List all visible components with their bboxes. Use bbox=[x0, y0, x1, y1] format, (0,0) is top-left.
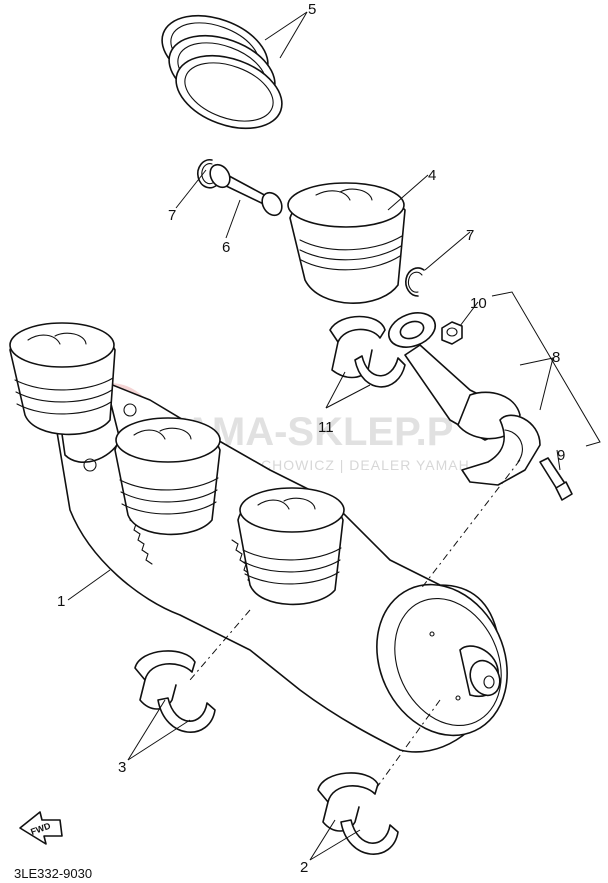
callout-8: 8 bbox=[552, 349, 560, 366]
centerline-conrod bbox=[419, 459, 521, 591]
crankshaft bbox=[9, 322, 508, 753]
centerline-bearing-2 bbox=[374, 699, 441, 791]
main-bearings-2 bbox=[317, 772, 399, 855]
callout-4: 4 bbox=[428, 167, 436, 184]
connecting-rod-cap bbox=[461, 414, 541, 486]
callout-6: 6 bbox=[222, 239, 230, 256]
callout-7-left: 7 bbox=[168, 207, 176, 224]
piston bbox=[287, 182, 406, 304]
watermark-subtitle: WO CHOWICZ | DEALER YAMAH bbox=[230, 457, 470, 473]
piston-rings bbox=[161, 14, 283, 130]
callout-9: 9 bbox=[557, 447, 565, 464]
conrod-bolt bbox=[539, 457, 573, 501]
callout-3: 3 bbox=[118, 759, 126, 776]
centerline-bearing-3 bbox=[189, 609, 251, 681]
callout-2: 2 bbox=[300, 859, 308, 876]
leader-lines bbox=[67, 11, 561, 861]
bracket-8 bbox=[491, 291, 601, 447]
main-bearings-3 bbox=[134, 650, 216, 733]
callout-10: 10 bbox=[470, 295, 487, 312]
fwd-arrow-icon: FWD bbox=[19, 811, 63, 845]
callout-5: 5 bbox=[308, 1, 316, 18]
conrod-bearings bbox=[329, 315, 406, 388]
piston-pin bbox=[209, 163, 283, 217]
callout-7-right: 7 bbox=[466, 227, 474, 244]
callout-11: 11 bbox=[318, 419, 334, 436]
conrod-nut bbox=[441, 321, 463, 345]
piston-pin-clip-right bbox=[405, 267, 425, 297]
diagram-code: 3LE332-9030 bbox=[14, 866, 92, 881]
callouts: 5 4 7 6 7 10 8 11 9 1 3 2 bbox=[57, 1, 565, 876]
callout-1: 1 bbox=[57, 593, 65, 610]
